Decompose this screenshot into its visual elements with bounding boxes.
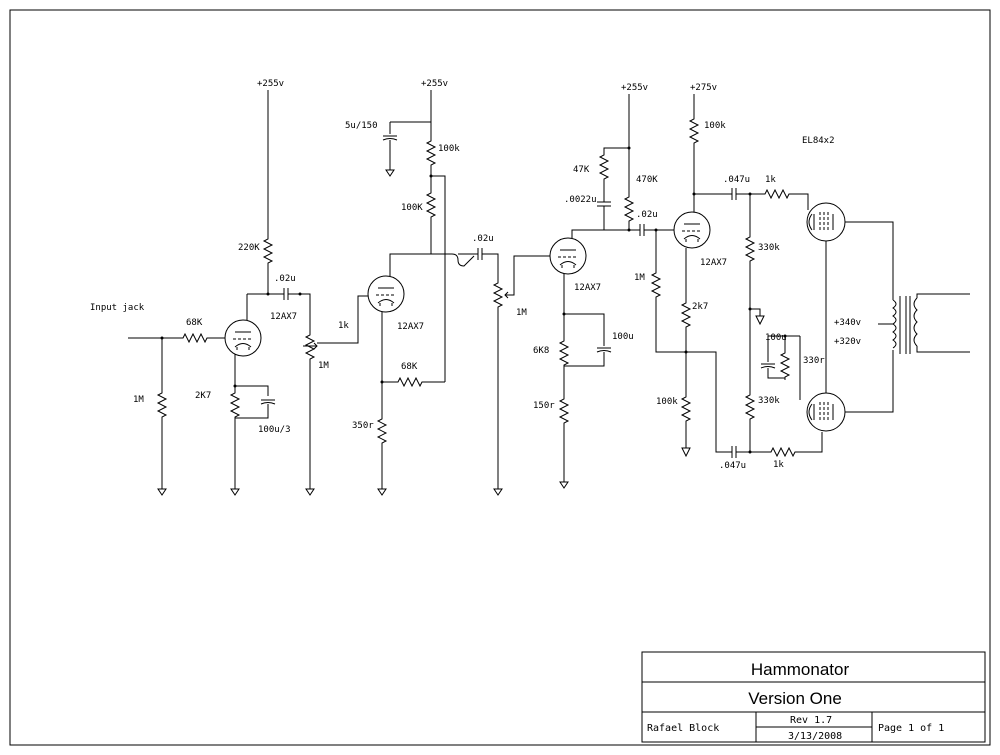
label-c-5u-150: 5u/150	[345, 121, 378, 131]
label-r-150r: 150r	[533, 401, 555, 411]
tb-author: Rafael Block	[647, 723, 719, 734]
label-c-100u-3: 100u/3	[258, 425, 291, 435]
label-r-330r: 330r	[803, 356, 825, 366]
label-r-100k-pi2: 100k	[656, 397, 678, 407]
page-border	[9, 9, 991, 746]
label-r-220k: 220K	[238, 243, 260, 253]
label-r-2k7-b: 2k7	[692, 302, 708, 312]
stage-3: 12AX7 100u 6K8 150r +255v 47K .0022u 470…	[533, 83, 674, 489]
label-r-2k7-a: 2K7	[195, 391, 211, 401]
label-r-100k-a: 100k	[438, 144, 460, 154]
label-r-330k-b: 330k	[758, 396, 780, 406]
label-pot-1m-b: 1M	[516, 308, 527, 318]
output-stage: EL84x2 +340v +320v	[802, 136, 970, 432]
tb-page: Page 1 of 1	[878, 723, 944, 734]
tb-title: Hammonator	[751, 660, 850, 679]
label-tube-el84: EL84x2	[802, 136, 835, 146]
label-r-68k-in: 68K	[186, 318, 203, 328]
label-tube-12ax7-a: 12AX7	[270, 312, 297, 322]
label-c-047u-b: .047u	[719, 461, 746, 471]
stage-1: Input jack 68K 1M +255v 220K .02u 1M 12A…	[90, 79, 329, 496]
label-supply-275: +275v	[690, 83, 717, 93]
label-r-6k8: 6K8	[533, 346, 549, 356]
label-tube-12ax7-b: 12AX7	[397, 322, 424, 332]
label-supply-255-c: +255v	[621, 83, 648, 93]
label-r-330k-a: 330k	[758, 243, 780, 253]
label-r-470k: 470K	[636, 175, 658, 185]
label-r-47k: 47K	[573, 165, 590, 175]
label-r-350r: 350r	[352, 421, 374, 431]
label-c-100u-a: 100u	[612, 332, 634, 342]
stage-2: 1k 12AX7 +255v 5u/150 100k 100K 68K 350r…	[317, 79, 550, 496]
label-r-100k-pi: 100k	[704, 121, 726, 131]
label-c-02u-a: .02u	[274, 274, 296, 284]
tb-subtitle: Version One	[748, 689, 842, 708]
label-supply-255-b: +255v	[421, 79, 448, 89]
tb-revision: Rev 1.7	[790, 715, 832, 726]
label-r-1k-a: 1k	[765, 175, 776, 185]
label-r-68k-fb: 68K	[401, 362, 418, 372]
label-supply-255-a: +255v	[257, 79, 284, 89]
label-tube-12ax7-d: 12AX7	[700, 258, 727, 268]
label-c-047u-a: .047u	[723, 175, 750, 185]
label-r-1k-b: 1k	[773, 460, 784, 470]
label-pot-1m-a: 1M	[318, 361, 329, 371]
tb-date: 3/13/2008	[788, 731, 842, 742]
label-supply-320: +320v	[834, 337, 861, 347]
label-c-0022u: .0022u	[564, 195, 597, 205]
label-r-100k-b: 100K	[401, 203, 423, 213]
label-supply-340: +340v	[834, 318, 861, 328]
phase-inverter: 1M 12AX7 +275v 100k .047u 1k 330k 2k7 10…	[634, 83, 825, 471]
label-tube-12ax7-c: 12AX7	[574, 283, 601, 293]
label-r-1m-in: 1M	[133, 395, 144, 405]
label-r-1m-pi: 1M	[634, 273, 645, 283]
label-r-1k-grid: 1k	[338, 321, 349, 331]
label-input-jack: Input jack	[90, 303, 145, 313]
label-c-100u-b: 100u	[765, 333, 787, 343]
label-c-02u-b: .02u	[472, 234, 494, 244]
label-c-02u-c: .02u	[636, 210, 658, 220]
title-block: Hammonator Version One Rafael Block Rev …	[641, 651, 986, 743]
